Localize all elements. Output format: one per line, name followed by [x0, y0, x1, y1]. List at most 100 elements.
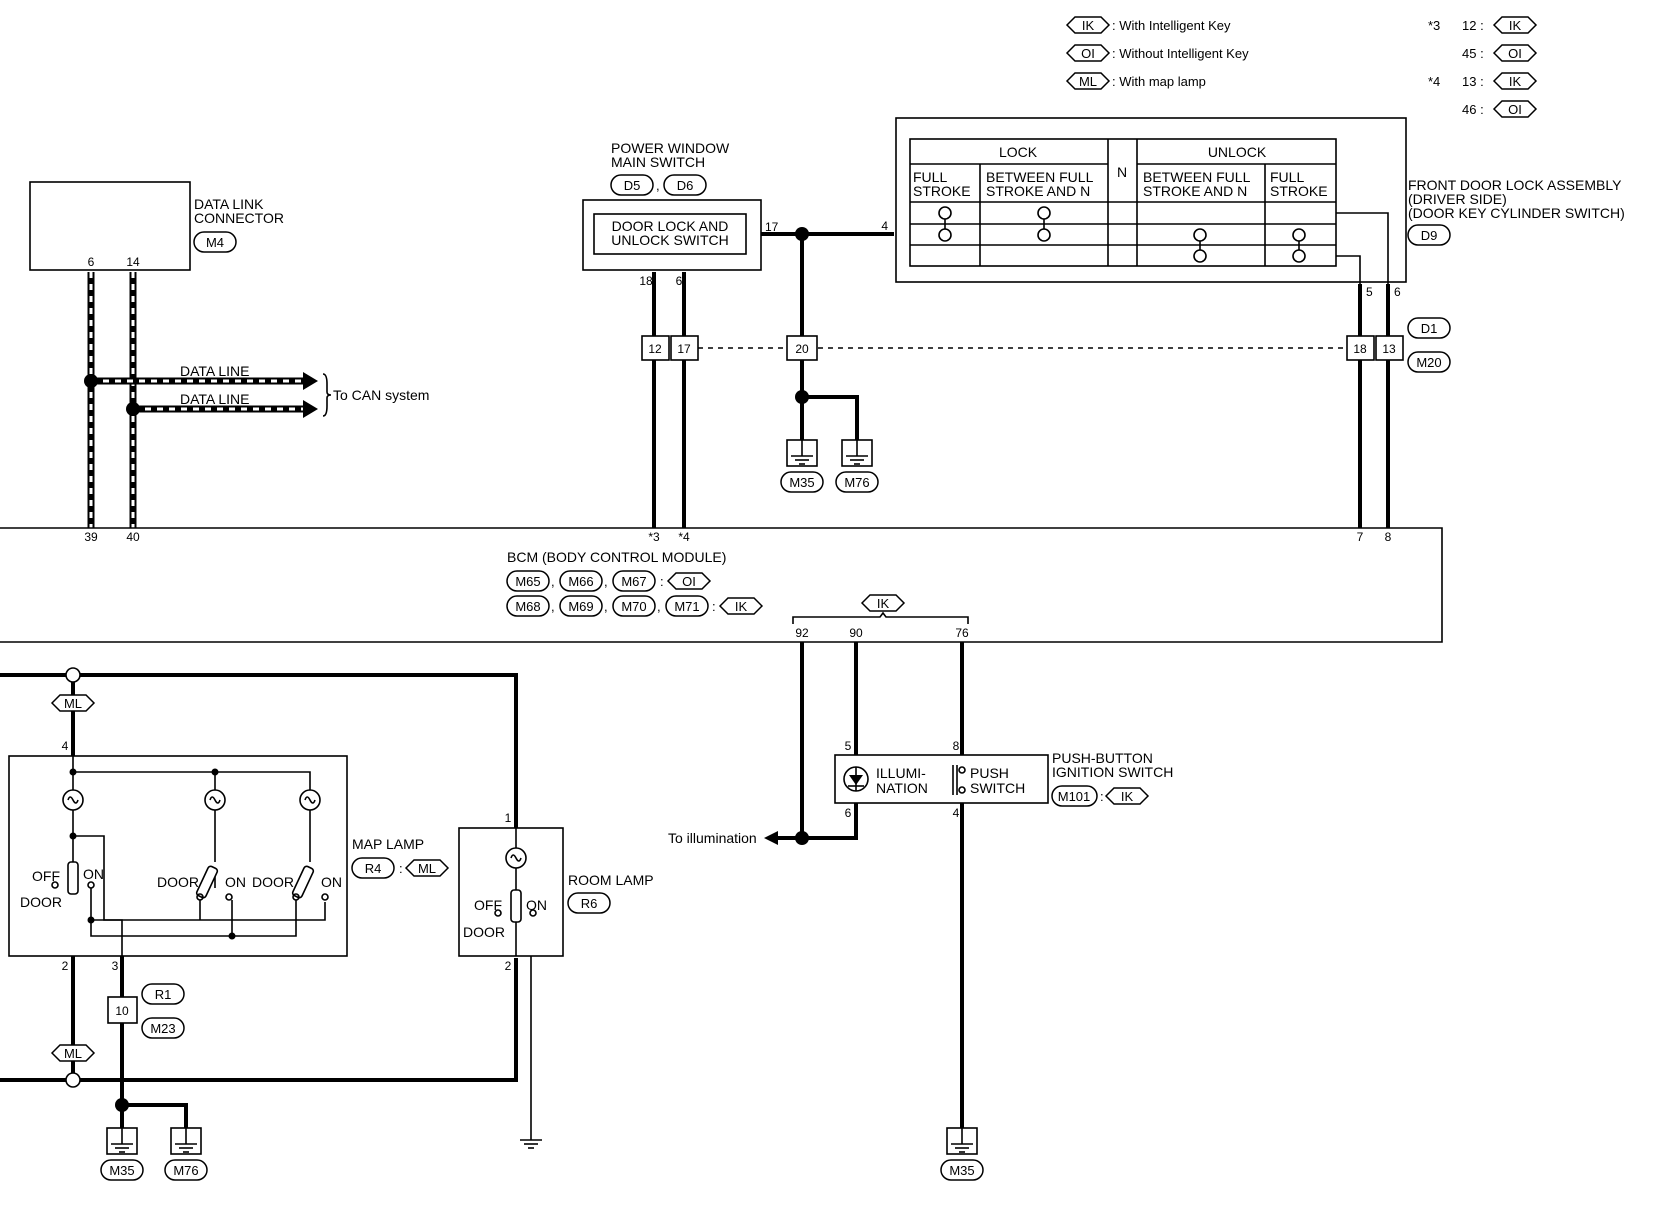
- joint-box-17: [670, 335, 699, 361]
- continuity-lock-full: [938, 206, 952, 242]
- n-header: N: [1117, 164, 1127, 180]
- bcm-conn-m67: [612, 570, 656, 592]
- bcm-sep: ,: [604, 599, 608, 614]
- wire-lower-ground-m76: [122, 1103, 188, 1128]
- ground-m35-lower-code: M35: [109, 1163, 134, 1178]
- map-lamp-ml-tag: [404, 859, 450, 877]
- bcm-pin-76: 76: [955, 626, 969, 640]
- lock-between-1: BETWEEN FULL: [986, 169, 1094, 185]
- data-line-junction-1: [84, 374, 98, 388]
- joint-r1-pin: 10: [115, 1004, 129, 1018]
- door-switch-2-knob[interactable]: [291, 865, 315, 899]
- connector-terminal-top: [65, 667, 81, 683]
- ignition-switch-box: [834, 754, 1049, 804]
- map-lamp-door-label: DOOR: [20, 894, 62, 910]
- bcm-row1-code: OI: [682, 574, 696, 589]
- room-lamp-pin-1: 1: [505, 811, 512, 825]
- legend-oi-text: : Without Intelligent Key: [1112, 46, 1249, 61]
- door-switch-1-contact-on: [225, 893, 233, 901]
- bcm: 39 40 *3 *4 7 8 BCM (BODY CONTROL MODULE…: [0, 527, 1443, 643]
- joint-box-18: [1346, 335, 1375, 361]
- legend-ik-tag: [1065, 16, 1111, 34]
- door-lock-pin-5: 5: [1366, 285, 1373, 299]
- power-window-conn-d6-code: D6: [677, 178, 694, 193]
- push-switch-contact-2: [958, 786, 966, 794]
- map-lamp-pin-2: 2: [62, 959, 69, 973]
- door-switch-2-contact-on: [321, 893, 329, 901]
- map-lamp-name: MAP LAMP: [352, 836, 424, 852]
- unlock-full-2: STROKE: [1270, 183, 1328, 199]
- data-link-name-1: DATA LINK: [194, 196, 264, 212]
- junction-illumination: [795, 831, 809, 845]
- ground-m76-upper-tag: [835, 471, 879, 493]
- upper-wiring: 12 17 20 18 13 D1 M20 M35 M76: [641, 227, 1451, 528]
- bcm-conn-m65: [506, 570, 550, 592]
- ignition-pin-4: 4: [953, 806, 960, 820]
- bcm-pin-note4: *4: [678, 530, 690, 544]
- joint-17-label: 17: [677, 342, 691, 356]
- lock-full-2: STROKE: [913, 183, 971, 199]
- data-link-connector-tag: [193, 231, 237, 253]
- bcm-pin-90: 90: [849, 626, 863, 640]
- map-lamp-switch-knob[interactable]: [67, 861, 79, 895]
- room-lamp-connector-code: R6: [581, 896, 598, 911]
- power-window-conn-d6: [663, 174, 707, 196]
- map-lamp-connector-code: R4: [365, 861, 382, 876]
- note4-tag-a: [1492, 72, 1538, 90]
- data-line-arrow-1: [303, 372, 318, 390]
- data-line-label-2: DATA LINE: [180, 391, 250, 407]
- ground-m35-upper: [786, 439, 818, 467]
- door-lock-name-2: (DRIVER SIDE): [1408, 191, 1507, 207]
- ignition-colon: :: [1100, 789, 1104, 804]
- note4-pin-a: 13 :: [1462, 74, 1484, 89]
- unlock-header: UNLOCK: [1208, 144, 1267, 160]
- continuity-unlock-between: [1193, 228, 1207, 263]
- map-lamp-off-label: OFF: [32, 868, 60, 884]
- connector-terminal-bottom: [65, 1072, 81, 1088]
- door-lock-pin-4: 4: [881, 219, 888, 233]
- ignition-pin-6: 6: [845, 806, 852, 820]
- power-window-pin-6: 6: [676, 274, 683, 288]
- door-lock-name-1: FRONT DOOR LOCK ASSEMBLY: [1408, 177, 1622, 193]
- data-line-junction-2: [126, 402, 140, 416]
- door-lock-unlock-switch-label-2: UNLOCK SWITCH: [611, 232, 728, 248]
- lock-full-1: FULL: [913, 169, 947, 185]
- bcm-pin-7: 7: [1357, 530, 1364, 544]
- unlock-between-1: BETWEEN FULL: [1143, 169, 1251, 185]
- joint-13-label: 13: [1382, 342, 1396, 356]
- bcm-ik-code: IK: [877, 596, 890, 611]
- data-link-pin-14: 14: [126, 255, 140, 269]
- front-door-lock-assembly: LOCK N UNLOCK FULL STROKE BETWEEN FULL S…: [881, 117, 1625, 299]
- room-lamp-switch-knob[interactable]: [510, 889, 522, 923]
- room-lamp-pin-2: 2: [505, 959, 512, 973]
- ml-code-bottom: ML: [64, 1046, 82, 1061]
- push-switch-label-1: PUSH: [970, 765, 1009, 781]
- note3-pin-a: 12 :: [1462, 18, 1484, 33]
- ignition-ik-tag: [1104, 787, 1150, 805]
- bcm-conn-m71: [665, 595, 709, 617]
- wire-top-rail: [0, 673, 518, 828]
- ground-m76-upper-code: M76: [844, 475, 869, 490]
- note4-mark: *4: [1428, 74, 1440, 89]
- room-lamp-off-label: OFF: [474, 897, 502, 913]
- bcm-name: BCM (BODY CONTROL MODULE): [507, 549, 726, 565]
- bcm-conn-m66: [559, 570, 603, 592]
- power-window-conn-d5-code: D5: [624, 178, 641, 193]
- bcm-conn-m70-code: M70: [621, 599, 646, 614]
- ground-m35-upper-code: M35: [789, 475, 814, 490]
- room-lamp-on-contact: [529, 909, 537, 917]
- ground-m76-lower: [170, 1127, 202, 1155]
- unlock-between-2: STROKE AND N: [1143, 183, 1247, 199]
- ignition-pin-8: 8: [953, 739, 960, 753]
- note3-tag-a: [1492, 16, 1538, 34]
- joint-d1-tag: [1407, 317, 1451, 339]
- ignition-name-1: PUSH-BUTTON: [1052, 750, 1153, 766]
- door-switch-1-knob[interactable]: [195, 865, 219, 899]
- bcm-ik-bracket: [792, 611, 969, 624]
- joint-12-label: 12: [648, 342, 662, 356]
- ignition-ik-code: IK: [1121, 789, 1134, 804]
- joint-d1-code: D1: [1421, 321, 1438, 336]
- legend-ml-tag: [1065, 72, 1111, 90]
- bcm-pin-note3: *3: [648, 530, 660, 544]
